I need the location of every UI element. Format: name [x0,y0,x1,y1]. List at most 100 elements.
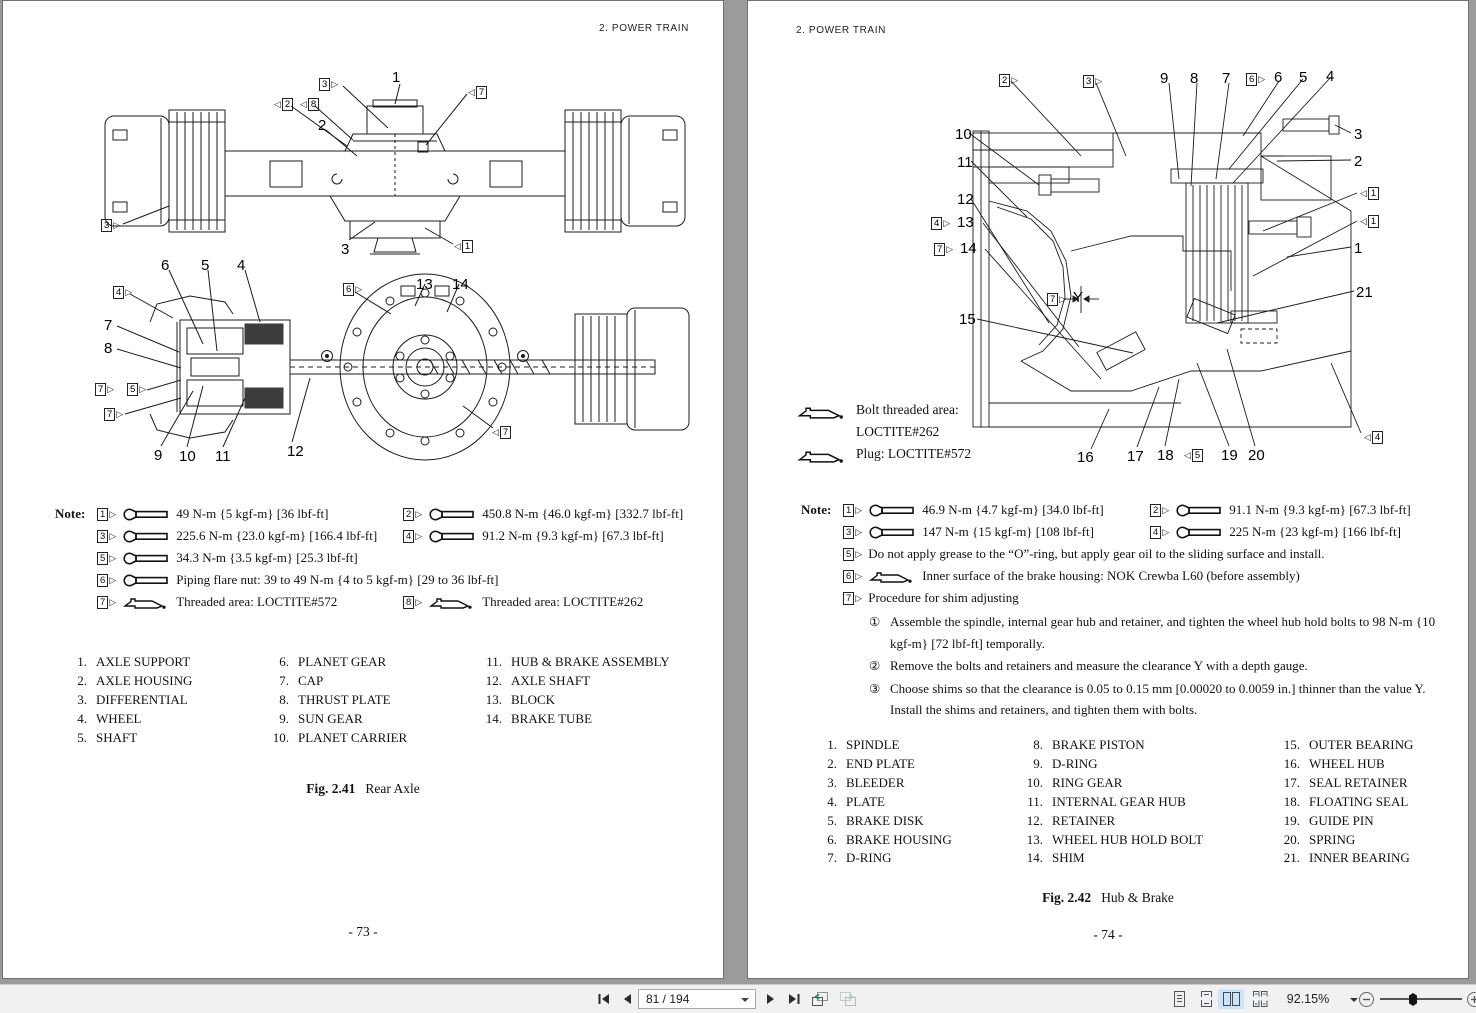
flag-triangle-icon: ▷ [1258,75,1265,84]
flag-triangle-icon: ▷ [139,385,146,394]
part-item: 6.PLANET GEAR [265,653,407,672]
note-row: 4▷ 91.2 N-m {9.3 kgf-m} [67.3 lbf-ft] [403,526,703,546]
note-flag: 5▷ [97,552,116,565]
flag-triangle-icon: ▷ [109,553,116,564]
diagram-callout: ◁4▷ [1363,431,1383,444]
flag-triangle-icon: ▷ [331,80,338,89]
previous-page-button[interactable] [617,989,637,1009]
diagram-callout: ◁1▷ [1354,241,1362,256]
two-page-scroll-view-button[interactable] [1249,989,1271,1009]
part-item: 17.SEAL RETAINER [1276,774,1413,793]
single-page-view-button[interactable] [1168,989,1190,1009]
diagram-callout: ◁2▷ [1354,154,1362,169]
part-item: 4.PLATE [813,793,952,812]
flag-triangle-icon: ▷ [855,505,862,516]
diagram-callout: ◁Y▷ [1073,290,1083,305]
loctite-notes: Bolt threaded area: LOCTITE#262 Plug: LO… [796,401,1046,471]
minus-circle-icon [1358,991,1375,1008]
note-flag: 6▷ [97,574,116,587]
diagram-callout: ◁5▷ [1299,70,1307,85]
glue-bottle-icon [428,595,476,610]
diagram-callout: ◁11▷ [957,155,973,170]
note-flag: 7▷ [843,592,862,605]
note-row: 3▷ 225.6 N-m {23.0 kgf-m} [166.4 lbf-ft] [97,526,403,546]
flag-triangle-icon: ◁ [492,428,499,437]
glue-bottle-icon [796,448,848,464]
diagram-callout: ◁2▷ [273,98,293,111]
diagram-callout: ◁5▷ [201,258,209,273]
zoom-in-button[interactable] [1464,989,1476,1009]
flag-triangle-icon: ◁ [274,100,281,109]
flag-triangle-icon: ▷ [109,531,116,542]
note-flag: 1▷ [843,504,862,517]
flag-triangle-icon: ▷ [415,531,422,542]
part-item: 14.BRAKE TUBE [478,710,670,729]
part-item: 10.PLANET CARRIER [265,729,407,748]
note-row: 6▷ Piping flare nut: 39 to 49 N-m {4 to … [97,570,703,590]
last-page-icon [787,992,801,1006]
page-number-input[interactable]: 81 / 194 [638,989,756,1009]
part-item: 10.RING GEAR [1019,774,1203,793]
flag-triangle-icon: ◁ [300,100,307,109]
pdf-page-74: 2. POWER TRAIN [747,0,1469,979]
diagram-callout: ◁9▷ [1160,71,1168,86]
zoom-out-button[interactable] [1356,989,1376,1009]
diagram-callout: ◁7▷ [95,383,115,396]
first-page-button[interactable] [594,989,614,1009]
part-item: 14.SHIM [1019,849,1203,868]
next-page-button[interactable] [761,989,781,1009]
part-item: 9.SUN GEAR [265,710,407,729]
two-page-view-button[interactable] [1218,989,1244,1009]
plus-circle-icon [1466,991,1476,1008]
flag-triangle-icon: ▷ [943,219,950,228]
part-item: 1.AXLE SUPPORT [63,653,192,672]
next-view-button[interactable] [838,989,858,1009]
two-page-view-icon [1222,990,1241,1008]
diagram-callout: ◁4▷ [1326,69,1334,84]
diagram-callout: ◁7▷ [1047,293,1067,306]
note-label: Note: [801,502,831,518]
two-page-scroll-view-icon [1251,990,1269,1008]
flag-triangle-icon: ▷ [116,410,123,419]
next-view-icon [839,990,857,1008]
diagram-callout: ◁18▷ [1157,448,1174,463]
part-item: 6.BRAKE HOUSING [813,831,952,850]
note-row: 4▷ 225 N-m {23 kgf-m} [166 lbf-ft] [1150,522,1436,542]
diagram-callout: ◁6▷ [343,283,363,296]
continuous-view-button[interactable] [1195,989,1217,1009]
diagram-callout: ◁1▷ [1359,187,1379,200]
note-flag: 6▷ [843,570,862,583]
next-page-icon [764,992,778,1006]
note-row: 8▷ Threaded area: LOCTITE#262 [403,592,703,612]
flag-triangle-icon: ▷ [855,549,862,560]
zoom-slider[interactable] [1380,998,1462,1000]
part-item: 11.INTERNAL GEAR HUB [1019,793,1203,812]
flag-triangle-icon: ▷ [355,285,362,294]
diagram-callout: ◁3▷ [319,78,339,91]
note-row: 3▷ 147 N-m {15 kgf-m} [108 lbf-ft] [843,522,1150,542]
flag-triangle-icon: ▷ [109,509,116,520]
diagram-callout: ◁3▷ [1354,127,1362,142]
previous-view-button[interactable] [810,989,830,1009]
last-page-button[interactable] [784,989,804,1009]
diagram-callout: ◁5▷ [127,383,147,396]
pdf-page-73: 2. POWER TRAIN [2,0,724,979]
flag-triangle-icon: ▷ [1095,77,1102,86]
flag-triangle-icon: ▷ [1162,505,1169,516]
diagram-callout: ◁15▷ [959,312,976,327]
diagram-callout: ◁2▷ [999,74,1019,87]
part-item: 3.BLEEDER [813,774,952,793]
note-flag: 4▷ [1150,526,1169,539]
zoom-slider-handle[interactable] [1409,993,1417,1006]
note-row: 1▷ 46.9 N-m {4.7 kgf-m} [34.0 lbf-ft] [843,500,1150,520]
zoom-level-value[interactable]: 92.15% [1279,992,1337,1006]
wrench-icon [428,529,476,544]
diagram-callout: ◁9▷ [154,448,162,463]
note-flag: 4▷ [403,530,422,543]
part-item: 5.BRAKE DISK [813,812,952,831]
